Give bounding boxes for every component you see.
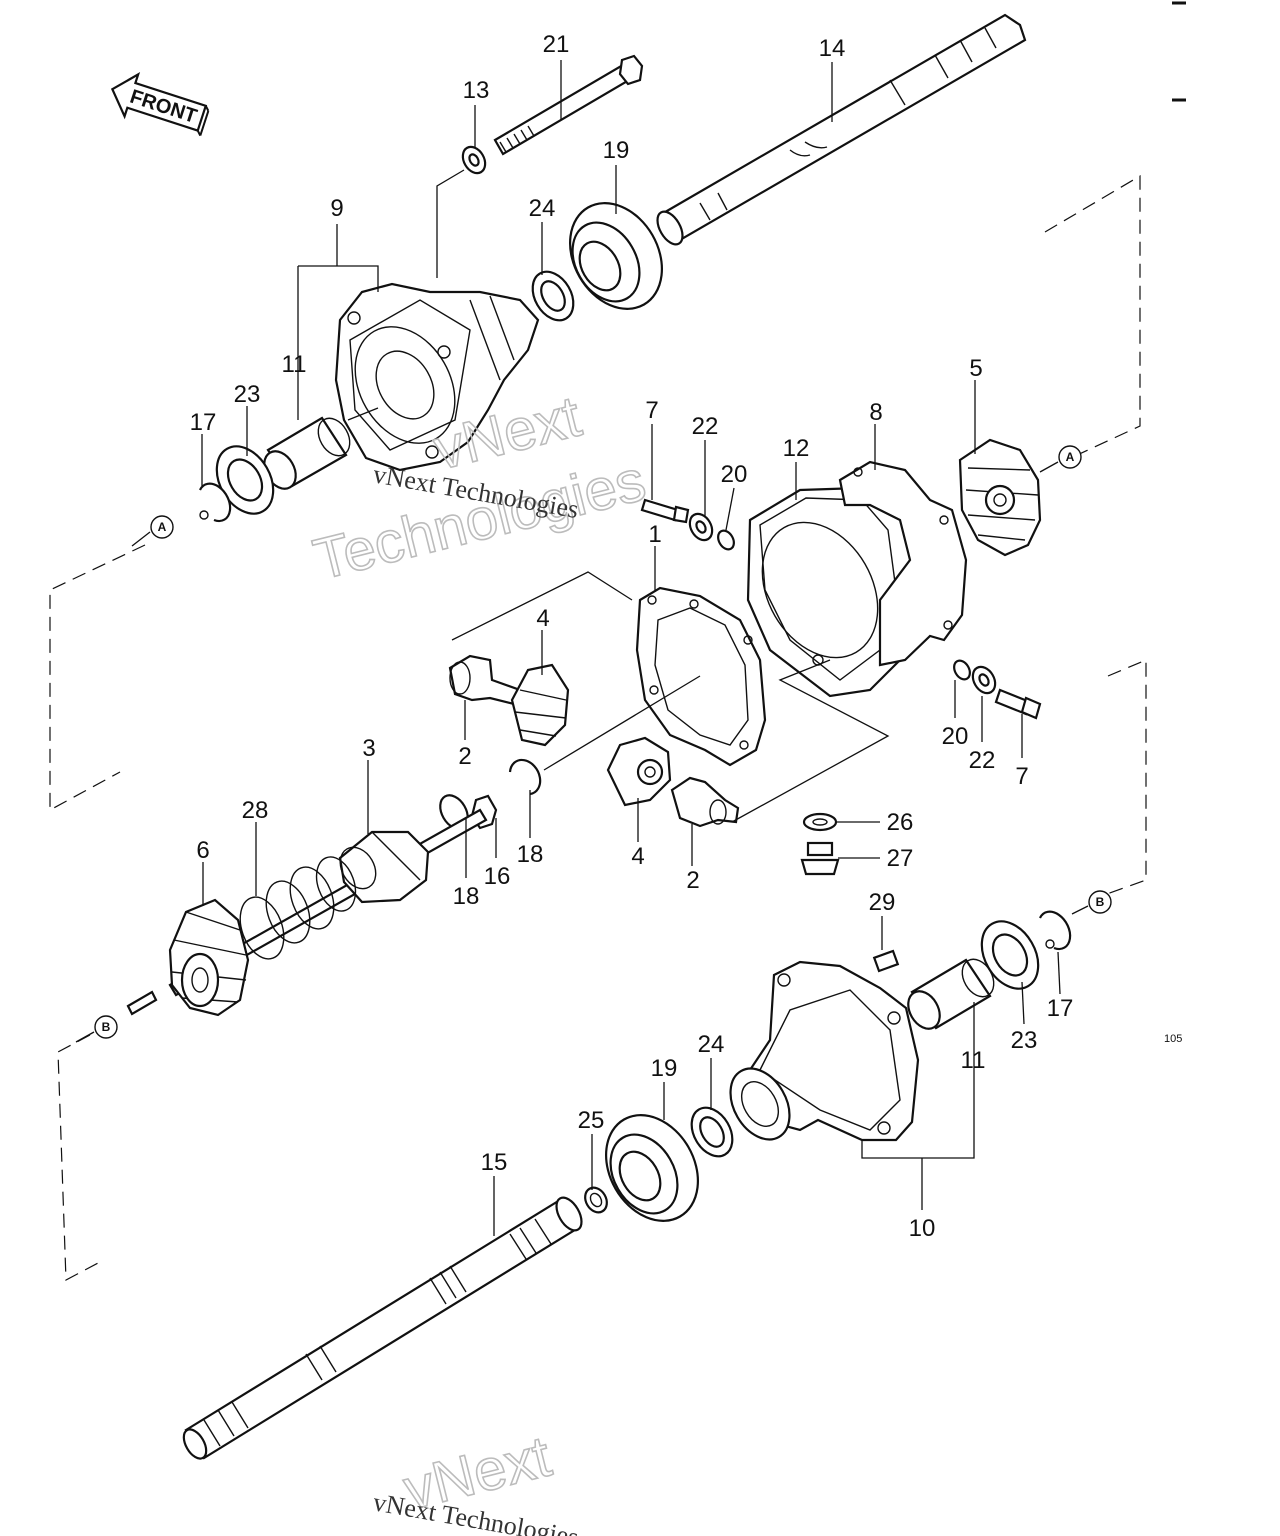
- callout-1: 1: [648, 521, 661, 548]
- callout-4-lower: 4: [631, 843, 644, 870]
- callout-3: 3: [362, 735, 375, 762]
- callout-16: 16: [484, 863, 511, 890]
- shim-23-top: [215, 445, 275, 515]
- circlip-17-top: [198, 482, 232, 523]
- callout-26: 26: [887, 809, 914, 836]
- axle-shaft-14: [656, 13, 1027, 246]
- washer-26: [802, 812, 838, 832]
- axle-shaft-15: [182, 1196, 583, 1460]
- callout-6: 6: [196, 837, 209, 864]
- gasket-1: [635, 586, 767, 767]
- callout-2-lower: 2: [686, 867, 699, 894]
- callout-12: 12: [783, 435, 810, 462]
- pinion-shaft-2-lower: [670, 776, 740, 828]
- watermark-lower: vNext vNext Technologies: [371, 1423, 581, 1536]
- callout-24-lower: 24: [698, 1031, 725, 1058]
- ring-gear-6: [168, 898, 250, 1017]
- callout-23-top: 23: [234, 381, 261, 408]
- callout-17-top: 17: [190, 409, 217, 436]
- callout-13: 13: [463, 77, 490, 104]
- callout-24-top: 24: [529, 195, 556, 222]
- callout-20-lower: 20: [942, 723, 969, 750]
- collar-11-lower: [907, 958, 995, 1030]
- oil-seal-24-top: [531, 270, 575, 322]
- front-arrow: FRONT: [110, 72, 210, 137]
- differential-3: [338, 830, 430, 904]
- edge-marks: [1172, 1, 1186, 102]
- gasket-8: [838, 460, 968, 667]
- circlip-18-a: [508, 758, 542, 796]
- pinion-gear-4-lower: [606, 736, 672, 807]
- o-ring-20-lower: [953, 659, 971, 681]
- svg-text:A: A: [1066, 450, 1075, 464]
- needle-bearing-25: [584, 1186, 608, 1214]
- bolt-7-lower: [994, 688, 1042, 720]
- bolt-7-upper: [640, 498, 690, 524]
- callout-20-top: 20: [721, 461, 748, 488]
- circlip-17-lower: [1038, 910, 1072, 951]
- drain-plug-27: [800, 841, 840, 876]
- callout-25: 25: [578, 1107, 605, 1134]
- washer-22-upper: [688, 512, 714, 542]
- bevel-gear-5: [958, 438, 1042, 557]
- callout-19-lower: 19: [651, 1055, 678, 1082]
- callout-11-top: 11: [282, 351, 307, 378]
- dashed-guide-lines: [49, 169, 1147, 1281]
- ref-marker-a-right: A: [1039, 445, 1082, 473]
- svg-text:B: B: [1096, 895, 1105, 909]
- spring-28: [239, 856, 357, 960]
- ref-marker-b-left: B: [75, 1015, 118, 1043]
- callout-4-top: 4: [536, 605, 549, 632]
- page-code: 105: [1164, 1033, 1182, 1045]
- callout-5: 5: [969, 355, 982, 382]
- svg-text:A: A: [158, 520, 167, 534]
- oil-seal-24-lower: [690, 1106, 734, 1158]
- small-pin: [126, 990, 158, 1016]
- washer-13: [461, 145, 487, 175]
- callout-10: 10: [909, 1215, 936, 1242]
- bearing-19-lower: [604, 1114, 700, 1222]
- o-ring-20-upper: [717, 529, 735, 551]
- callout-22-lower: 22: [969, 747, 996, 774]
- callout-8: 8: [869, 399, 882, 426]
- housing-9: [334, 282, 540, 472]
- ref-marker-a-left: A: [131, 515, 174, 547]
- shim-23-lower: [980, 920, 1040, 990]
- callout-7-top: 7: [645, 397, 658, 424]
- callout-19-top: 19: [603, 137, 630, 164]
- callout-27: 27: [887, 845, 914, 872]
- bearing-19-top: [568, 202, 664, 310]
- dowel-pin-29: [872, 949, 900, 973]
- callout-18-b: 18: [453, 883, 480, 910]
- pinion-gear-4-upper: [510, 663, 570, 747]
- callout-14: 14: [819, 35, 846, 62]
- callout-11-lower: 11: [961, 1047, 986, 1074]
- ref-marker-b-right: B: [1071, 890, 1112, 915]
- pinion-shaft-2-upper: [448, 654, 522, 707]
- callout-17-lower: 17: [1047, 995, 1074, 1022]
- callout-18-a: 18: [517, 841, 544, 868]
- callout-15: 15: [481, 1149, 508, 1176]
- callout-23-lower: 23: [1011, 1027, 1038, 1054]
- callout-numbers: 21 13 14 19 9 24 11 5 23 7 8 17 22 12 20…: [190, 31, 1074, 1242]
- svg-text:B: B: [102, 1020, 111, 1034]
- bolt-21: [493, 54, 644, 156]
- housing-10: [729, 960, 920, 1142]
- callout-29: 29: [869, 889, 896, 916]
- callout-2-top: 2: [458, 743, 471, 770]
- callout-9: 9: [330, 195, 343, 222]
- callout-22-top: 22: [692, 413, 719, 440]
- washer-22-lower: [971, 665, 997, 695]
- leader-lines: [201, 60, 1061, 1236]
- callout-21: 21: [543, 31, 570, 58]
- callout-28: 28: [242, 797, 269, 824]
- callout-7-lower: 7: [1015, 763, 1028, 790]
